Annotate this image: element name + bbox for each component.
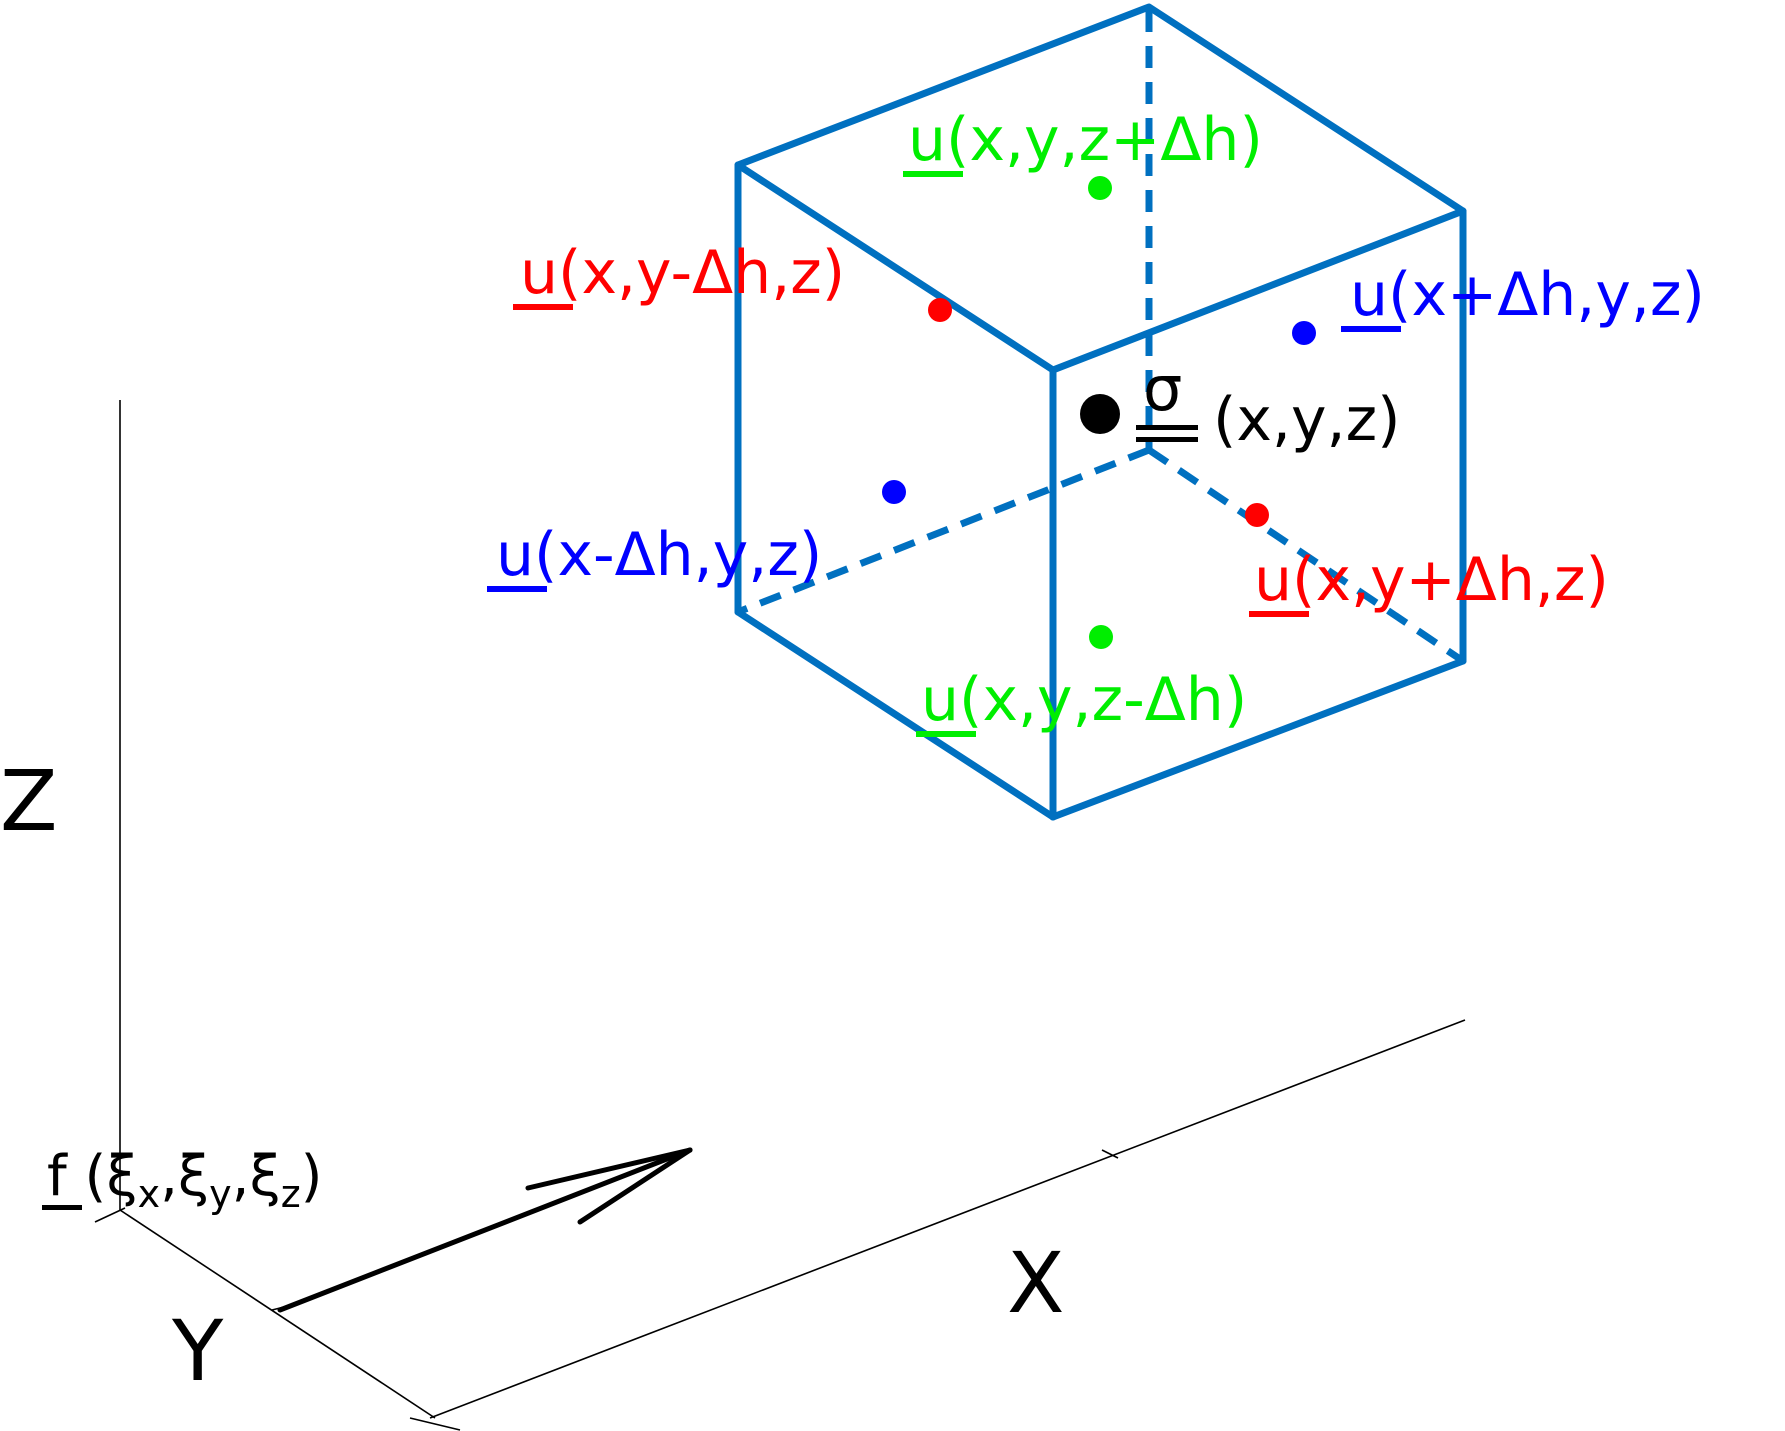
x-minus-symbol: u bbox=[496, 520, 534, 590]
force-sub-x: x bbox=[138, 1172, 161, 1216]
arrow-shaft bbox=[277, 1147, 693, 1313]
point-x-minus bbox=[882, 480, 906, 504]
label-y-plus: u(x,y+Δh,z) bbox=[1249, 545, 1609, 617]
y-minus-symbol: u bbox=[520, 238, 558, 308]
force-underline bbox=[42, 1205, 82, 1210]
x-minus-underline bbox=[487, 586, 547, 592]
coordinate-axes bbox=[94, 400, 1466, 1431]
arrow-head-lower bbox=[577, 1147, 693, 1225]
origin-tick bbox=[94, 1207, 126, 1223]
y-axis-label: Y bbox=[171, 1302, 224, 1400]
hidden-edge-left bbox=[736, 446, 1151, 616]
sigma-underline-1 bbox=[1136, 425, 1198, 430]
sigma-args: (x,y,z) bbox=[1213, 385, 1400, 455]
neighbor-labels: u(x,y,z+Δh) u(x,y,z-Δh) u(x,y-Δh,z) u(x,… bbox=[487, 105, 1705, 737]
sample-points bbox=[882, 176, 1316, 649]
z-minus-underline bbox=[916, 731, 976, 737]
label-z-plus: u(x,y,z+Δh) bbox=[903, 105, 1263, 177]
svg-text:u(x-Δh,y,z): u(x-Δh,y,z) bbox=[496, 520, 822, 590]
sigma-symbol: σ bbox=[1143, 352, 1182, 425]
sigma-underline-2 bbox=[1136, 437, 1198, 442]
z-plus-symbol: u bbox=[908, 105, 946, 175]
z-minus-args: (x,y,z-Δh) bbox=[959, 665, 1247, 735]
force-xi-z: ξ bbox=[249, 1144, 280, 1209]
label-z-minus: u(x,y,z-Δh) bbox=[916, 665, 1247, 737]
z-plus-underline bbox=[903, 171, 963, 177]
y-plus-args: (x,y+Δh,z) bbox=[1292, 545, 1609, 615]
force-close: ) bbox=[301, 1144, 323, 1209]
svg-text:u(x,y+Δh,z): u(x,y+Δh,z) bbox=[1254, 545, 1609, 615]
y-minus-underline bbox=[513, 304, 573, 310]
force-xi-x: ξ bbox=[106, 1144, 137, 1209]
z-minus-symbol: u bbox=[921, 665, 959, 735]
x-axis-tick-mid bbox=[1101, 1149, 1119, 1159]
arrow-icon bbox=[277, 1147, 693, 1313]
point-y-plus bbox=[1245, 503, 1269, 527]
y-plus-underline bbox=[1249, 611, 1309, 617]
x-axis-tick-start bbox=[409, 1417, 461, 1431]
point-z-minus bbox=[1089, 625, 1113, 649]
force-comma-1: , bbox=[160, 1144, 178, 1209]
arrow-head-upper bbox=[525, 1147, 693, 1191]
y-minus-args: (x,y-Δh,z) bbox=[558, 238, 845, 308]
force-open: ( bbox=[67, 1144, 107, 1209]
x-plus-args: (x+Δh,y,z) bbox=[1388, 260, 1705, 330]
cube-hidden-edges bbox=[736, 10, 1465, 664]
svg-text:u(x,y-Δh,z): u(x,y-Δh,z) bbox=[520, 238, 845, 308]
force-symbol: f bbox=[47, 1144, 68, 1209]
svg-text:u(x+Δh,y,z): u(x+Δh,y,z) bbox=[1350, 260, 1705, 330]
x-plus-underline bbox=[1341, 326, 1401, 332]
point-z-plus bbox=[1088, 176, 1112, 200]
force-sub-y: y bbox=[209, 1172, 232, 1216]
label-x-plus: u(x+Δh,y,z) bbox=[1341, 260, 1705, 332]
svg-text:u(x,y,z+Δh): u(x,y,z+Δh) bbox=[908, 105, 1263, 175]
label-x-minus: u(x-Δh,y,z) bbox=[487, 520, 822, 592]
svg-text:f (ξx,ξy,ξz): f (ξx,ξy,ξz) bbox=[47, 1144, 323, 1216]
z-plus-args: (x,y,z+Δh) bbox=[946, 105, 1263, 175]
force-xi-y: ξ bbox=[178, 1144, 209, 1209]
x-axis-line bbox=[429, 1019, 1466, 1419]
x-minus-args: (x-Δh,y,z) bbox=[534, 520, 822, 590]
hidden-edge-right bbox=[1147, 447, 1465, 664]
x-plus-symbol: u bbox=[1350, 260, 1388, 330]
force-sub-z: z bbox=[281, 1172, 301, 1216]
bottom-left-edge bbox=[734, 608, 1057, 821]
label-y-minus: u(x,y-Δh,z) bbox=[513, 238, 845, 310]
bottom-right-edge bbox=[1049, 657, 1467, 821]
point-y-minus bbox=[928, 298, 952, 322]
svg-text:u(x,y,z-Δh): u(x,y,z-Δh) bbox=[921, 665, 1247, 735]
dot-icon bbox=[1080, 394, 1120, 434]
y-axis-line bbox=[119, 1209, 436, 1419]
label-body-force: f (ξx,ξy,ξz) bbox=[42, 1144, 323, 1216]
y-plus-symbol: u bbox=[1254, 545, 1292, 615]
x-axis-label: X bbox=[1007, 1234, 1065, 1332]
z-axis-label: Z bbox=[0, 752, 58, 850]
force-comma-2: , bbox=[232, 1144, 250, 1209]
label-center-stress: σ (x,y,z) bbox=[1136, 352, 1400, 455]
point-x-plus bbox=[1292, 321, 1316, 345]
